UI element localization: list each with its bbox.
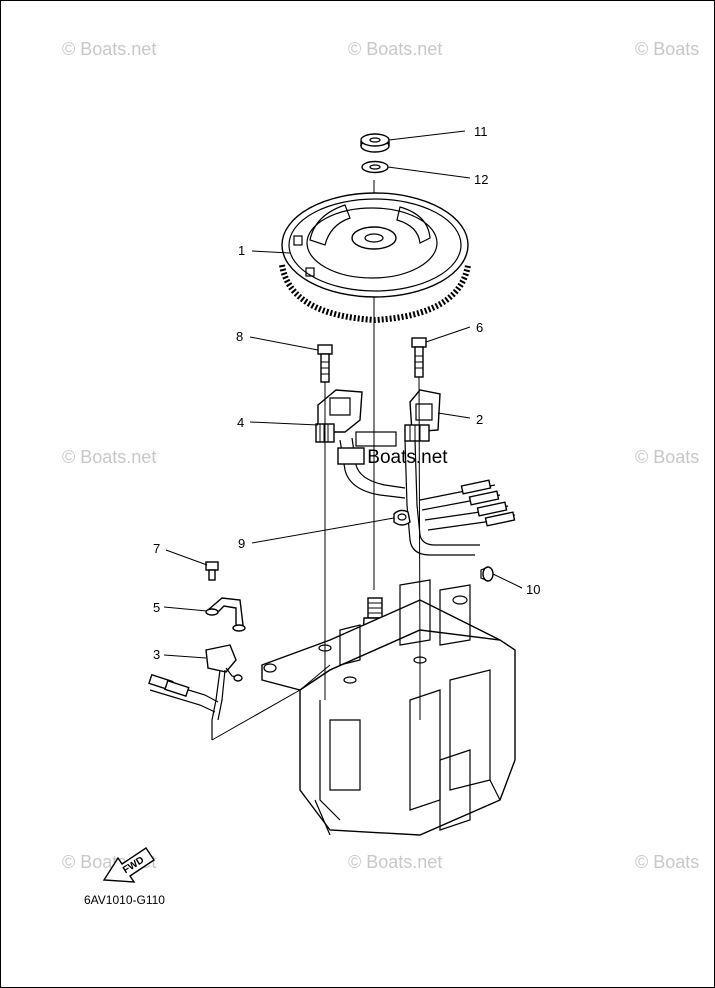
engine-block — [261, 579, 516, 836]
part-10-grommet — [480, 566, 494, 582]
projection-line-right — [418, 376, 421, 661]
callout-5: 5 — [153, 600, 160, 615]
leader-line-7 — [165, 549, 208, 566]
callout-8: 8 — [236, 329, 243, 344]
leader-line-3 — [163, 654, 207, 659]
stator-harness — [337, 431, 516, 556]
leader-line-1 — [251, 250, 291, 254]
part-12-washer — [361, 160, 389, 174]
leader-line-11 — [388, 130, 466, 141]
leader-line-8 — [249, 336, 319, 351]
callout-7: 7 — [153, 541, 160, 556]
part-3-sensor — [148, 644, 243, 740]
watermark-mid-center: © Boats.net — [348, 447, 448, 468]
watermark-top-right: © Boats — [635, 39, 699, 59]
watermark-bottom-right: © Boats — [635, 852, 699, 872]
part-5-bracket — [205, 597, 246, 632]
callout-9: 9 — [238, 536, 245, 551]
part-6-bolt — [411, 337, 427, 378]
callout-6: 6 — [476, 320, 483, 335]
callout-1: 1 — [238, 243, 245, 258]
part-9-clamp — [393, 509, 411, 526]
watermark-bottom-center: © Boats.net — [348, 852, 442, 872]
part-11-nut — [360, 133, 390, 153]
leader-line-10 — [492, 573, 523, 589]
part-4-coil — [315, 389, 363, 443]
part-7-bolt — [205, 561, 219, 581]
callout-4: 4 — [237, 415, 244, 430]
projection-line-sensor — [211, 664, 331, 741]
callout-10: 10 — [526, 582, 540, 597]
leader-line-2 — [437, 412, 471, 419]
watermark-top-left: © Boats.net — [62, 39, 156, 59]
leader-line-12 — [387, 166, 471, 179]
part-2-coil — [404, 389, 441, 442]
part-8-bolt — [317, 344, 333, 383]
part-1-flywheel — [279, 192, 471, 324]
callout-3: 3 — [153, 647, 160, 662]
callout-2: 2 — [476, 412, 483, 427]
watermark-top-center: © Boats.net — [348, 39, 442, 59]
leader-line-4 — [249, 421, 319, 426]
watermark-mid-left: © Boats.net — [62, 447, 156, 467]
leader-line-6 — [425, 326, 471, 343]
callout-12: 12 — [474, 172, 488, 187]
diagram-code: 6AV1010-G110 — [84, 893, 165, 907]
callout-11: 11 — [474, 124, 488, 139]
leader-line-5 — [163, 606, 208, 612]
watermark-mid-right: © Boats — [635, 447, 699, 467]
leader-line-9 — [251, 517, 395, 544]
